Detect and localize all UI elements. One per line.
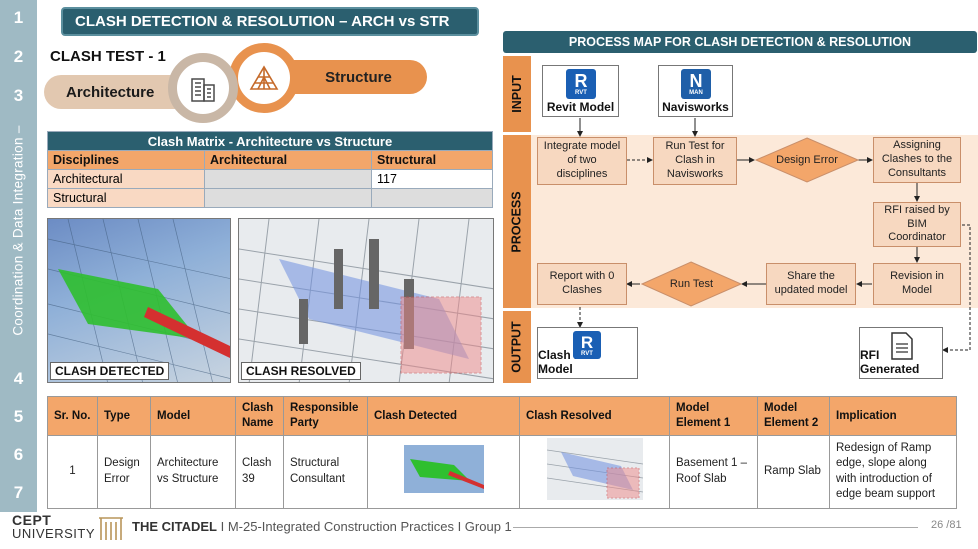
- clash-table: Sr. No. Type Model Clash Name Responsibl…: [47, 396, 957, 509]
- matrix-cell: [371, 188, 493, 208]
- section-strip: 1 2 3 Coordination & Data Integration – …: [0, 0, 37, 512]
- section-number[interactable]: 5: [13, 407, 24, 426]
- table-header: Implication: [829, 396, 957, 436]
- section-number[interactable]: 1: [13, 8, 24, 27]
- page-number: 26 /81: [931, 519, 962, 531]
- output-band: OUTPUT: [503, 311, 531, 383]
- matrix-header: Architectural: [204, 150, 372, 170]
- cell-clash-name: Clash 39: [235, 435, 284, 509]
- navisworks-label: Navisworks: [662, 100, 729, 114]
- page-title: CLASH DETECTION & RESOLUTION – ARCH vs S…: [61, 7, 479, 36]
- section-number[interactable]: 4: [13, 369, 24, 388]
- table-header: Sr. No.: [47, 396, 98, 436]
- step-revision: Revision in Model: [873, 263, 961, 305]
- table-header: Responsible Party: [283, 396, 368, 436]
- cell-clash-detected-thumb: [367, 435, 520, 509]
- cell-element-1: Basement 1 – Roof Slab: [669, 435, 758, 509]
- section-number[interactable]: 2: [13, 47, 24, 66]
- clash-matrix: Clash Matrix - Architecture vs Structure…: [47, 131, 493, 208]
- cept-logo: CEPT UNIVERSITY: [12, 512, 96, 541]
- table-header: Model Element 1: [669, 396, 758, 436]
- footer-project: THE CITADEL I M-25-Integrated Constructi…: [132, 519, 512, 534]
- clash-detected-thumbnail: [403, 445, 484, 493]
- table-header: Clash Resolved: [519, 396, 670, 436]
- matrix-cell: [204, 188, 372, 208]
- footer-divider: [513, 527, 918, 528]
- architecture-icon: [168, 53, 238, 123]
- clash-detected-image: CLASH DETECTED: [47, 218, 231, 383]
- cell-element-2: Ramp Slab: [757, 435, 830, 509]
- section-number[interactable]: 3: [13, 86, 24, 105]
- process-band: PROCESS: [503, 135, 531, 308]
- step-run-test: Run Test for Clash in Navisworks: [653, 137, 737, 185]
- cell-clash-resolved-thumb: [519, 435, 670, 509]
- step-run-test-2: Run Test: [641, 261, 742, 307]
- step-rfi: RFI raised by BIM Coordinator: [873, 202, 961, 247]
- table-header: Clash Name: [235, 396, 284, 436]
- matrix-header: Disciplines: [47, 150, 205, 170]
- input-band: INPUT: [503, 56, 531, 132]
- table-header: Clash Detected: [367, 396, 520, 436]
- cell-party: Structural Consultant: [283, 435, 368, 509]
- step-share: Share the updated model: [766, 263, 856, 305]
- cell-sr: 1: [47, 435, 98, 509]
- clash-resolved-image: CLASH RESOLVED: [238, 218, 494, 383]
- step-design-error: Design Error: [755, 137, 859, 183]
- clash-detected-caption: CLASH DETECTED: [50, 362, 170, 380]
- document-icon: [891, 332, 913, 360]
- cell-implication: Redesign of Ramp edge, slope along with …: [829, 435, 957, 509]
- table-header: Model Element 2: [757, 396, 830, 436]
- revit-model-label: Revit Model: [546, 100, 615, 114]
- step-integrate: Integrate model of two disciplines: [537, 137, 627, 185]
- cell-model: Architecture vs Structure: [150, 435, 236, 509]
- matrix-row-label: Architectural: [47, 169, 205, 189]
- citadel-logo-icon: [99, 517, 123, 540]
- process-map-title: PROCESS MAP FOR CLASH DETECTION & RESOLU…: [503, 31, 977, 53]
- table-header: Type: [97, 396, 151, 436]
- rfi-generated-label: RFI Generated: [860, 348, 920, 376]
- table-header: Model: [150, 396, 236, 436]
- clash-resolved-thumbnail: [546, 438, 643, 500]
- cell-type: Design Error: [97, 435, 151, 509]
- step-report: Report with 0 Clashes: [537, 263, 627, 305]
- table-row: 1 Design Error Architecture vs Structure…: [47, 435, 957, 509]
- matrix-row-label: Structural: [47, 188, 205, 208]
- clash-test-label: CLASH TEST - 1: [50, 48, 166, 65]
- section-number[interactable]: 6: [13, 445, 24, 464]
- step-assign: Assigning Clashes to the Consultants: [873, 137, 961, 183]
- section-number[interactable]: 7: [13, 483, 24, 502]
- architecture-pill: Architecture: [44, 75, 192, 109]
- clash-resolved-caption: CLASH RESOLVED: [241, 362, 361, 380]
- rfi-generated-output[interactable]: RFI Generated: [859, 327, 943, 379]
